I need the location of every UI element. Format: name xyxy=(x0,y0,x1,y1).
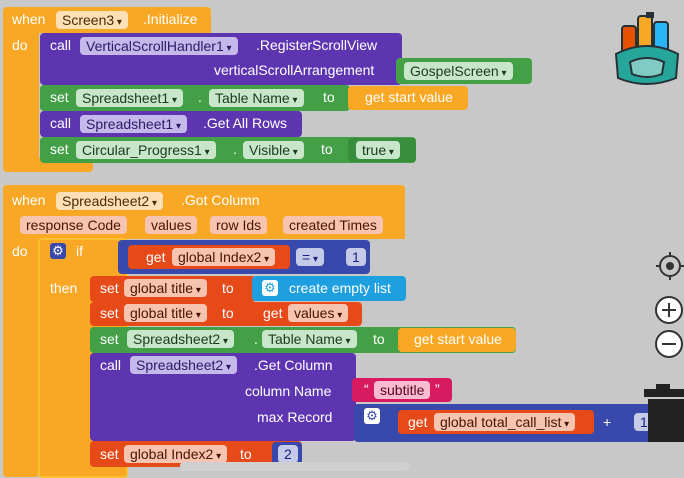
method-name: .Get All Rows xyxy=(203,115,288,131)
number-two[interactable]: 2 xyxy=(278,445,298,463)
global-index2-dropdown[interactable]: global Index2 xyxy=(124,445,228,463)
param-response-code[interactable]: response Code xyxy=(20,216,127,234)
then-label: then xyxy=(50,280,78,296)
spreadsheet1-dropdown[interactable]: Spreadsheet1 xyxy=(76,89,183,107)
event-name: .Got Column xyxy=(181,192,260,208)
create-empty-list-label: create empty list xyxy=(289,280,391,296)
do-label: do xyxy=(12,37,28,53)
arg-label: verticalScrollArrangement xyxy=(214,62,375,78)
table-name-dropdown[interactable]: Table Name xyxy=(262,330,357,348)
dot-label: . xyxy=(198,89,202,105)
event-name: .Initialize xyxy=(143,11,198,27)
global-title-dropdown[interactable]: global title xyxy=(124,304,207,322)
table-name-dropdown[interactable]: Table Name xyxy=(209,89,304,107)
target-icon[interactable] xyxy=(656,252,684,280)
circular-progress-dropdown[interactable]: Circular_Progress1 xyxy=(76,141,216,159)
number-one[interactable]: 1 xyxy=(346,248,366,266)
call-label: call xyxy=(100,357,122,373)
true-dropdown[interactable]: true xyxy=(356,141,400,159)
method-name: .Get Column xyxy=(254,357,333,373)
mutator-gear-icon[interactable]: ⚙ xyxy=(364,408,380,424)
to-label: to xyxy=(321,141,333,157)
max-record-label: max Record xyxy=(257,409,333,425)
get-start-value-block[interactable] xyxy=(348,86,468,110)
to-label: to xyxy=(240,446,252,462)
equals-operator-dropdown[interactable]: = xyxy=(296,248,324,266)
zoom-in-icon[interactable] xyxy=(654,295,684,325)
visible-dropdown[interactable]: Visible xyxy=(243,141,304,159)
mutator-gear-icon[interactable]: ⚙ xyxy=(262,280,278,296)
get-start-value-label: get start value xyxy=(414,331,502,347)
global-index2-dropdown[interactable]: global Index2 xyxy=(172,248,276,266)
when-label: when xyxy=(12,11,46,27)
dot-label: . xyxy=(233,141,237,157)
column-name-label: column Name xyxy=(245,383,332,399)
to-label: to xyxy=(323,89,335,105)
open-quote: “ xyxy=(364,381,369,397)
param-created-times[interactable]: created Times xyxy=(283,216,383,234)
zoom-out-icon[interactable] xyxy=(654,329,684,359)
trash-icon[interactable] xyxy=(642,382,684,442)
gospel-screen-dropdown[interactable]: GospelScreen xyxy=(404,62,513,80)
plus-operator: + xyxy=(603,414,612,430)
when-label: when xyxy=(12,192,46,208)
spreadsheet2-dropdown[interactable]: Spreadsheet2 xyxy=(127,330,234,348)
set-label: set xyxy=(50,141,69,157)
set-label: set xyxy=(50,89,69,105)
set-label: set xyxy=(100,446,119,462)
dot-label: . xyxy=(254,331,258,347)
close-quote: ” xyxy=(435,381,440,397)
to-label: to xyxy=(373,331,385,347)
param-row-ids[interactable]: row Ids xyxy=(210,216,268,234)
screen-component-dropdown[interactable]: Screen3 xyxy=(56,11,128,29)
get-label: get xyxy=(408,414,428,430)
global-title-dropdown[interactable]: global title xyxy=(124,279,207,297)
set-label: set xyxy=(100,331,119,347)
get-label: get xyxy=(263,305,283,321)
method-name: .RegisterScrollView xyxy=(256,37,378,53)
total-call-list-dropdown[interactable]: global total_call_list xyxy=(434,413,576,431)
to-label: to xyxy=(222,280,234,296)
set-label: set xyxy=(100,280,119,296)
scroll-handler-dropdown[interactable]: VerticalScrollHandler1 xyxy=(80,37,238,55)
horizontal-scrollbar[interactable] xyxy=(180,462,410,471)
mutator-gear-icon[interactable]: ⚙ xyxy=(50,243,66,259)
get-start-value-block[interactable] xyxy=(398,328,516,352)
get-start-value-label: get start value xyxy=(365,89,453,105)
call-label: call xyxy=(50,37,72,53)
backpack-icon[interactable] xyxy=(612,8,682,88)
if-label: if xyxy=(76,243,83,259)
get-label: get xyxy=(146,249,166,265)
to-label: to xyxy=(222,305,234,321)
do-label: do xyxy=(12,243,28,259)
param-values[interactable]: values xyxy=(145,216,198,234)
spreadsheet1-dropdown[interactable]: Spreadsheet1 xyxy=(80,115,187,133)
call-label: call xyxy=(50,115,72,131)
spreadsheet2-dropdown[interactable]: Spreadsheet2 xyxy=(56,192,163,210)
set-label: set xyxy=(100,305,119,321)
subtitle-text[interactable]: subtitle xyxy=(374,381,431,399)
spreadsheet2-dropdown[interactable]: Spreadsheet2 xyxy=(130,356,237,374)
values-dropdown[interactable]: values xyxy=(288,304,349,322)
